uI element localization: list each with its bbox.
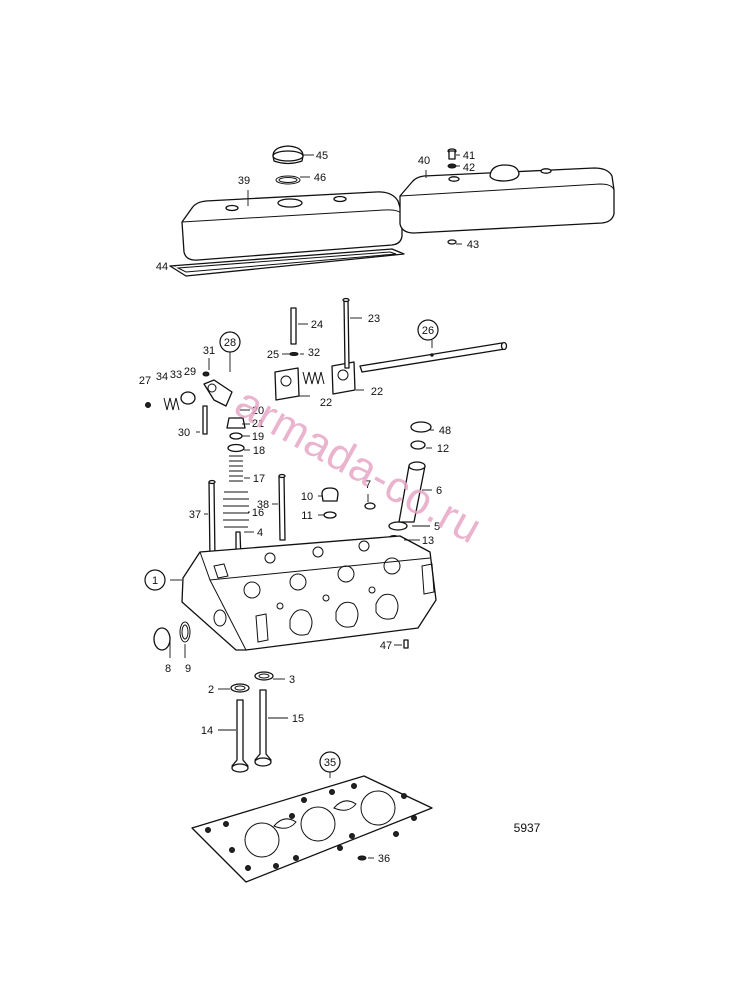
callout-41: 41 (463, 150, 475, 162)
callout-23: 23 (368, 313, 380, 325)
rocker-cover-gasket (169, 248, 405, 277)
callout-18: 18 (253, 445, 265, 457)
drain-plug (403, 639, 409, 649)
core-plug (153, 621, 191, 651)
callout-47: 47 (380, 640, 392, 652)
oil-filler-cap (272, 145, 304, 185)
valves (231, 689, 272, 773)
callout-33: 33 (170, 369, 182, 381)
callout-8: 8 (165, 663, 171, 675)
injector-parts (321, 487, 376, 519)
callout-21: 21 (252, 418, 264, 430)
callout-34: 34 (156, 371, 168, 383)
callout-12: 12 (437, 443, 449, 455)
callout-16: 16 (252, 507, 264, 519)
callout-46: 46 (314, 172, 326, 184)
callout-45: 45 (316, 150, 328, 162)
callout-35: 35 (324, 757, 336, 769)
callout-labels: 1 2 3 4 5 6 7 8 9 10 11 12 13 14 15 16 1… (139, 150, 479, 865)
callout-43: 43 (467, 239, 479, 251)
callout-31: 31 (203, 345, 215, 357)
rocker-cover-right (399, 148, 615, 245)
cylinder-head (181, 535, 437, 651)
callout-26: 26 (422, 325, 434, 337)
callout-3: 3 (289, 674, 295, 686)
callout-25: 25 (267, 349, 279, 361)
callout-13: 13 (422, 535, 434, 547)
callout-17: 17 (253, 473, 265, 485)
callout-32: 32 (308, 347, 320, 359)
leader-lines (169, 154, 462, 859)
callout-38: 38 (257, 499, 269, 511)
valve-seats (230, 671, 274, 693)
watermark: armada-co.ru (227, 378, 490, 554)
valve-spring-stack (223, 417, 249, 561)
rocker-springs (163, 371, 325, 411)
figure-number: 5937 (514, 821, 541, 835)
callout-9: 9 (185, 663, 191, 675)
rocker-studs (289, 297, 350, 369)
rocker-shaft (359, 341, 508, 373)
studs-left (208, 473, 286, 561)
callout-29: 29 (184, 366, 196, 378)
callout-15: 15 (292, 713, 304, 725)
callout-4: 4 (257, 527, 263, 539)
callout-30: 30 (178, 427, 190, 439)
callout-10: 10 (301, 491, 313, 503)
rocker-arm (145, 371, 233, 435)
callout-14: 14 (201, 725, 213, 737)
callout-24: 24 (311, 319, 323, 331)
callout-44: 44 (156, 261, 168, 273)
callout-22-right: 22 (371, 386, 383, 398)
rocker-brackets (274, 361, 356, 401)
callout-40: 40 (418, 155, 430, 167)
callout-11: 11 (301, 510, 312, 522)
callout-27: 27 (139, 375, 151, 387)
callout-48: 48 (439, 425, 451, 437)
callout-19: 19 (252, 431, 264, 443)
rocker-cover-left (181, 191, 403, 261)
callout-5: 5 (434, 521, 440, 533)
callout-36: 36 (378, 853, 390, 865)
callout-39: 39 (238, 175, 250, 187)
callout-22-left: 22 (320, 397, 332, 409)
callout-2: 2 (208, 684, 214, 696)
callout-7: 7 (365, 479, 371, 491)
callout-6: 6 (436, 485, 442, 497)
head-gasket (191, 775, 433, 883)
callout-28: 28 (224, 337, 236, 349)
callout-37: 37 (189, 509, 201, 521)
callout-20: 20 (252, 405, 264, 417)
callout-1: 1 (152, 575, 158, 587)
callout-42: 42 (463, 162, 475, 174)
